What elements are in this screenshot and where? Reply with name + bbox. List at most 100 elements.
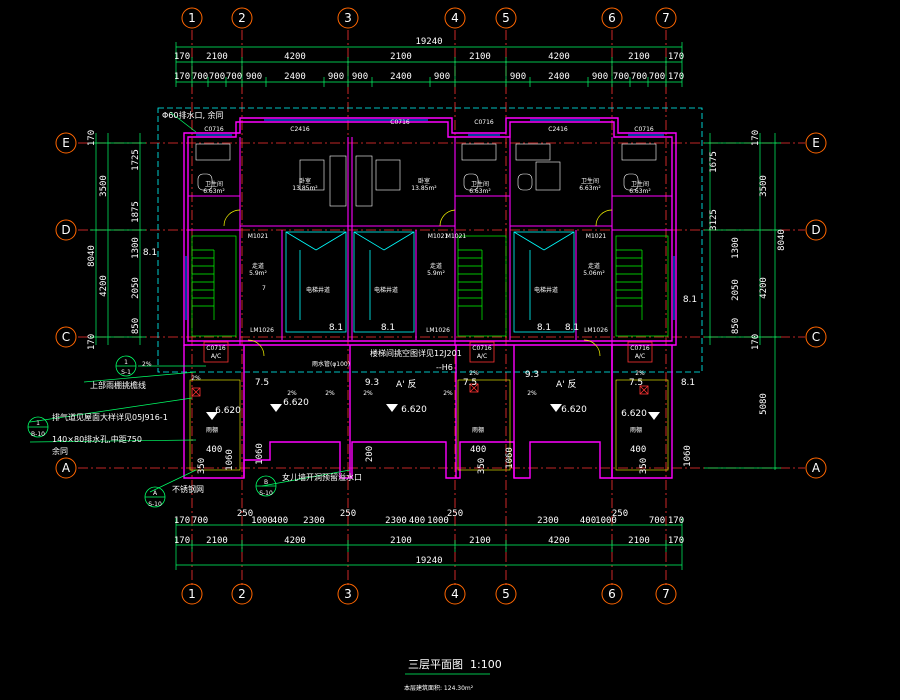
windows xyxy=(185,119,675,320)
dim-left-5: 8040 xyxy=(87,245,97,267)
stair-treads-mid xyxy=(458,249,483,320)
note-drain-hole: 140×80排水孔,中距750 xyxy=(52,434,142,444)
dim-top1-0: 170 xyxy=(174,52,190,62)
elev-4: 6.620 xyxy=(561,405,587,415)
stair-treads-left xyxy=(192,249,215,320)
level-1: 8.1 xyxy=(143,248,157,258)
dimension-text-bottom: 170 700 250 1000 400 2300 250 2300 400 1… xyxy=(174,509,684,566)
dim-inner-9: 200 xyxy=(365,446,375,462)
axis-labels: 1 2 3 4 5 6 7 1 2 3 4 5 6 7 E D C A E D … xyxy=(61,11,821,601)
bedroom-furniture xyxy=(299,155,561,207)
leader-lines xyxy=(29,111,351,493)
elev-1: 6.620 xyxy=(215,406,241,416)
window-tag-8: C0716 xyxy=(472,345,492,352)
dim-top2-11: 2400 xyxy=(548,72,570,82)
axis-row-e-left: E xyxy=(62,136,70,150)
slope-7: 2% xyxy=(443,390,453,397)
room-bedroom-2-name: 卧室 xyxy=(418,177,430,185)
level-10: 9.3 xyxy=(525,370,539,380)
note-h6: --H6 xyxy=(436,363,453,372)
dim-right-10: 5080 xyxy=(759,393,769,415)
room-bedroom-2-area: 13.85m² xyxy=(411,185,437,192)
dim-bot1-5: 2300 xyxy=(303,516,325,526)
dim-bot1-3: 1000 xyxy=(251,516,273,526)
axis-col-6-bottom: 6 xyxy=(608,587,616,601)
dimension-text-sides: 170 1725 3500 1875 1300 8040 4200 2050 8… xyxy=(87,130,787,415)
dim-left-8: 850 xyxy=(131,318,141,334)
dim-top2-2: 700 xyxy=(209,72,225,82)
axis-row-d-right: D xyxy=(811,223,820,237)
ac-label-2: A/C xyxy=(477,353,487,360)
dim-top1-5: 4200 xyxy=(548,52,570,62)
level-11: 7.5 xyxy=(629,378,643,388)
dim-inner-10: 1060 xyxy=(255,443,265,465)
dim-top2-15: 700 xyxy=(649,72,665,82)
ref-a-top: A xyxy=(153,490,158,497)
dim-top2-14: 700 xyxy=(631,72,647,82)
stair-treads-right xyxy=(616,249,643,320)
section-a-label-1: A' 反 xyxy=(396,379,417,390)
axis-col-5-bottom: 5 xyxy=(502,587,510,601)
dim-top2-6: 900 xyxy=(328,72,344,82)
dim-top2-0: 170 xyxy=(174,72,190,82)
room-labels: 卧室 13.85m² 卧室 13.85m² 卫生间 6.63m² 卫生间 6.6… xyxy=(203,177,651,434)
door-tag-4: M1021 xyxy=(446,233,467,240)
dim-inner-6: 1060 xyxy=(683,445,693,467)
dim-inner-5: 350 xyxy=(477,458,487,474)
dim-top2-13: 700 xyxy=(613,72,629,82)
room-bath-2-name: 卫生间 xyxy=(471,180,489,188)
elev-3: 6.620 xyxy=(401,405,427,415)
dim-bot2-5: 4200 xyxy=(548,536,570,546)
dim-right-9: 170 xyxy=(751,334,761,350)
elev-5: 6.620 xyxy=(621,409,647,419)
bathroom-fixtures xyxy=(195,143,657,191)
level-12: 8.1 xyxy=(565,323,579,333)
axis-col-6-top: 6 xyxy=(608,11,616,25)
note-mesh: 不锈钢网 xyxy=(172,484,204,494)
level-9: 9.3 xyxy=(365,378,379,388)
dim-top1-3: 2100 xyxy=(390,52,412,62)
level-8: 7.5 xyxy=(463,378,477,388)
ref-b-top: B xyxy=(264,479,268,486)
title-name: 三层平面图 xyxy=(408,658,463,671)
note-center: 楼梯间挑空图详见12J201 xyxy=(370,348,462,358)
dim-bot1-0: 170 xyxy=(174,516,190,526)
dim-bot2-7: 170 xyxy=(668,536,684,546)
dim-bot2-4: 2100 xyxy=(469,536,491,546)
small-7-label: 7 xyxy=(262,285,266,292)
dim-inner-2: 350 xyxy=(197,458,207,474)
stairs xyxy=(191,235,669,337)
dim-bot1-8: 400 xyxy=(409,516,425,526)
dim-right-4: 1300 xyxy=(731,237,741,259)
door-tag-3: M1021 xyxy=(586,233,607,240)
opening-tags: M1021 M1021 M1021 M1021 LM1026 LM1026 LM… xyxy=(204,119,654,360)
dim-left-3: 1875 xyxy=(131,201,141,223)
dim-bot1-2: 250 xyxy=(237,509,253,519)
door-tag-1: M1021 xyxy=(248,233,269,240)
dim-bot1-15: 700 xyxy=(649,516,665,526)
dim-right-2: 3500 xyxy=(759,175,769,197)
room-hall-2-area: 5.9m² xyxy=(427,270,445,277)
dim-inner-3: 1060 xyxy=(505,447,515,469)
dim-total-bottom: 19240 xyxy=(415,556,442,566)
dim-inner-7: 400 xyxy=(630,445,646,455)
room-shaft-3: 电梯井道 xyxy=(534,286,558,294)
door-tag-7: LM1026 xyxy=(584,327,608,334)
dim-top2-1: 700 xyxy=(192,72,208,82)
dim-bot1-16: 170 xyxy=(668,516,684,526)
elevator-shafts xyxy=(285,231,575,333)
dim-top2-4: 900 xyxy=(246,72,262,82)
slab-edges xyxy=(189,379,669,471)
room-hall-2-name: 走道 xyxy=(430,262,442,270)
dim-bot1-11: 2300 xyxy=(537,516,559,526)
window-tag-3: C0716 xyxy=(390,119,410,126)
dim-left-9: 170 xyxy=(87,334,97,350)
dim-bot1-1: 700 xyxy=(192,516,208,526)
dim-bot1-13: 1000 xyxy=(595,516,617,526)
window-tag-7: C0716 xyxy=(206,345,226,352)
axis-bubbles-bottom xyxy=(181,583,677,605)
dim-bot1-4: 400 xyxy=(272,516,288,526)
axis-row-a-left: A xyxy=(62,461,71,475)
dim-top1-2: 4200 xyxy=(284,52,306,62)
dim-right-0: 170 xyxy=(751,130,761,146)
